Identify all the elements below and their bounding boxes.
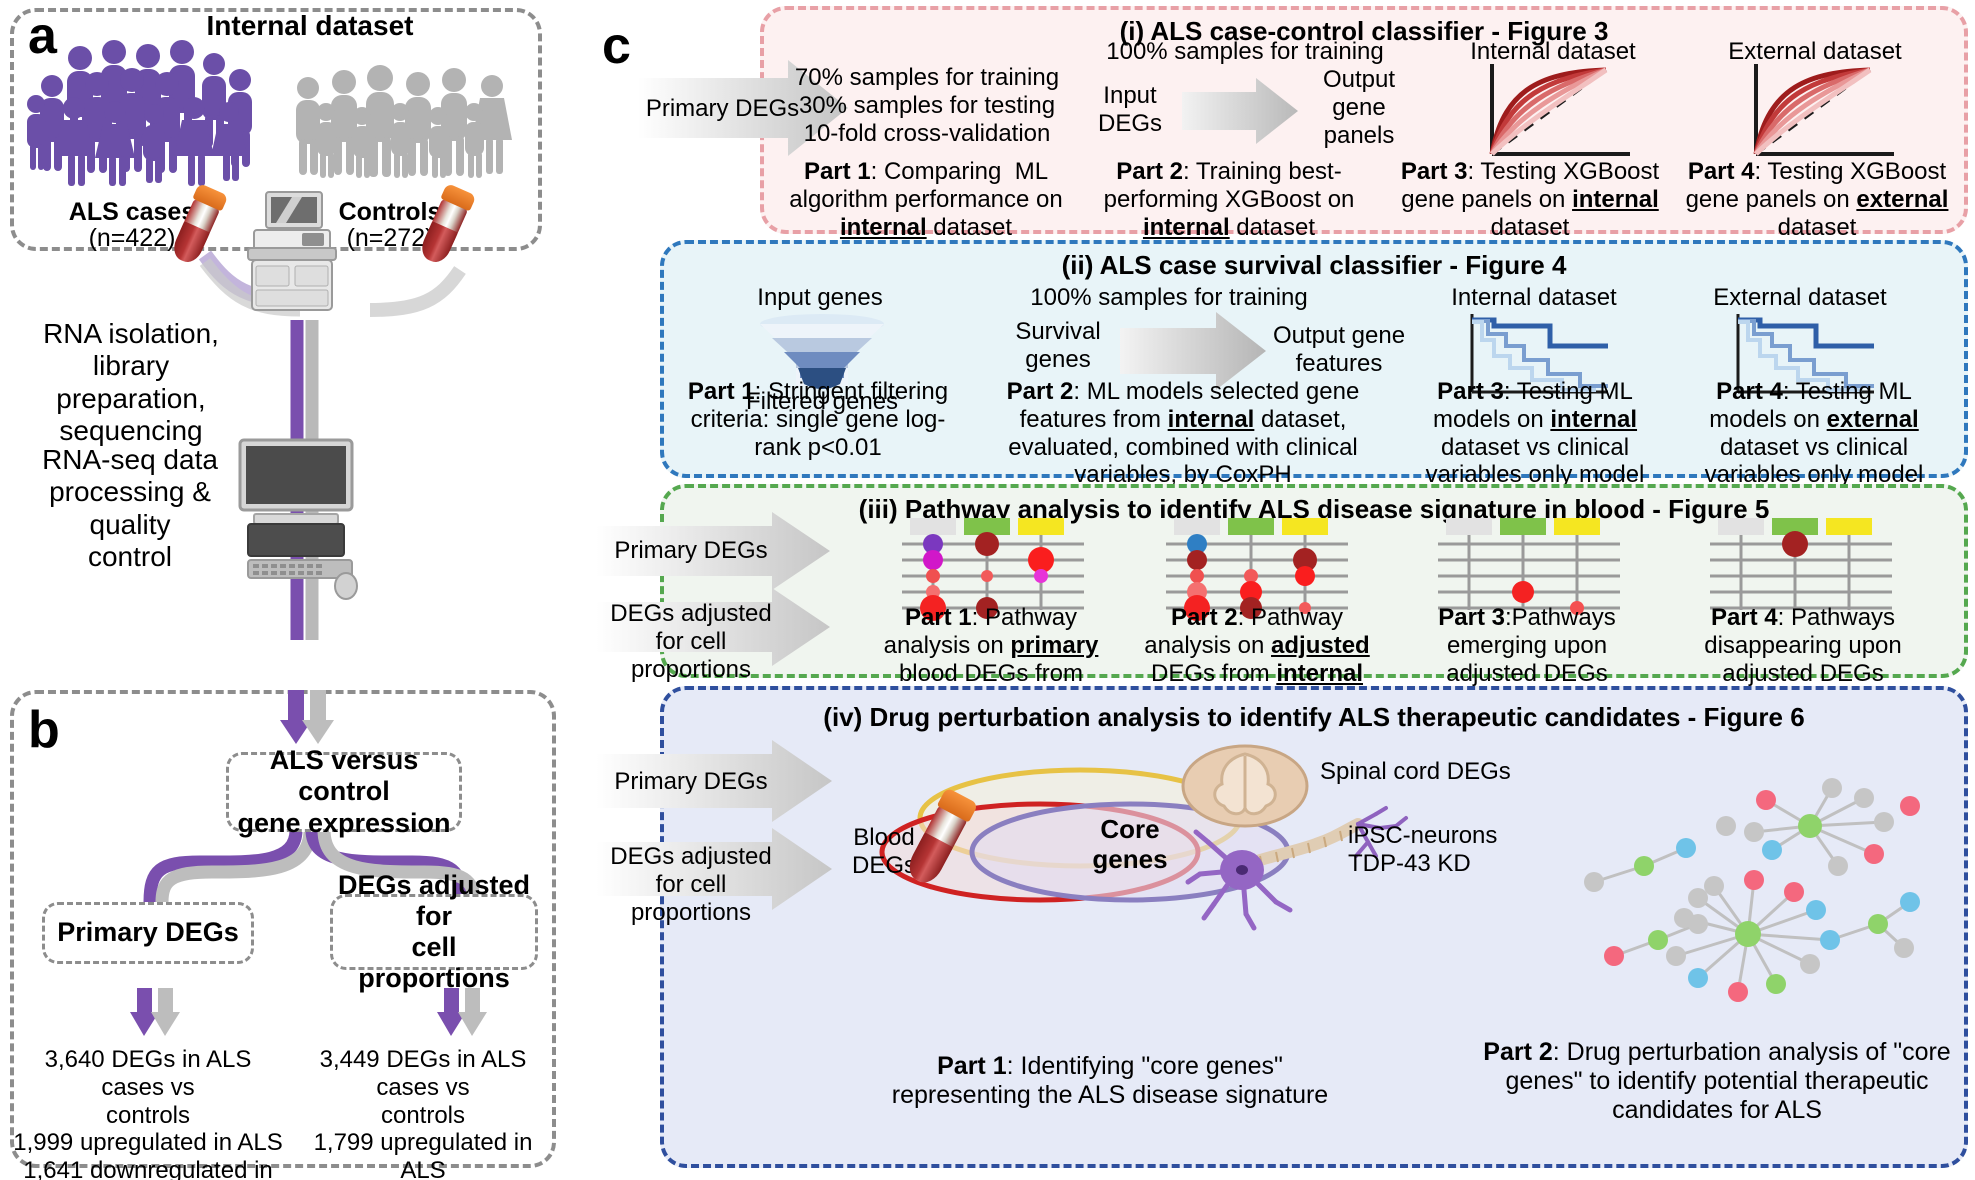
section-ii bbox=[660, 240, 1968, 478]
section-ii-part-3-label: Part 3 bbox=[1437, 378, 1504, 405]
pathway-dotplot-part3 bbox=[1438, 518, 1620, 615]
panel-a-step1-label: RNA isolation, library preparation, sequ… bbox=[43, 318, 219, 447]
section-iii-part-4-label: Part 4 bbox=[1710, 604, 1778, 631]
section-ii-filtered-genes-label: Filtered genes bbox=[745, 388, 899, 415]
panel-a-cases-n: (n=422) bbox=[88, 224, 176, 252]
spinal-cord-degs-label: Spinal cord DEGs bbox=[1320, 758, 1511, 785]
panel-b-letter: b bbox=[28, 701, 60, 759]
blood-degs-label: Blood DEGs bbox=[851, 824, 916, 879]
pathway-dotplot-part2 bbox=[1166, 518, 1348, 621]
section-i-part-1-label: Part 1 bbox=[803, 158, 871, 185]
section-iii-input-primary-label: Primary DEGs bbox=[614, 537, 768, 564]
section-i-part-4: Part 4: Testing XGBoost gene panels on e… bbox=[1685, 158, 1949, 241]
section-iv bbox=[660, 686, 1968, 1168]
drug-network-icon bbox=[1584, 778, 1920, 1002]
section-ii-part-1-label: Part 1 bbox=[687, 378, 755, 405]
section-ii-title: (ii) ALS case survival classifier - Figu… bbox=[1061, 250, 1567, 280]
core-genes-label: Core genes bbox=[1092, 814, 1168, 875]
section-ii-arrow-in-label: Survival genes bbox=[1015, 318, 1101, 373]
section-ii-part-2-label: Part 2 bbox=[1006, 378, 1074, 405]
section-iv-part-1: Part 1: Identifying "core genes" represe… bbox=[891, 1052, 1329, 1109]
section-iv-input-adjusted-label: DEGs adjusted for cell proportions bbox=[610, 843, 772, 926]
primary-degs-stats: 3,640 DEGs in ALS cases vs controls 1,99… bbox=[13, 1046, 283, 1180]
degs-adjusted-box: DEGs adjusted for cell proportions bbox=[330, 870, 538, 993]
section-ii-part-1: Part 1: Stringent filtering criteria: si… bbox=[687, 378, 949, 461]
section-i-part-1: Part 1: Comparing ML algorithm performan… bbox=[789, 158, 1063, 241]
kaplan-meier-internal bbox=[1470, 314, 1608, 394]
section-i-internal-header: Internal dataset bbox=[1470, 38, 1636, 65]
section-i-input-arrow bbox=[638, 60, 848, 156]
ipsc-neurons-label: iPSC-neurons TDP-43 KD bbox=[1348, 822, 1498, 877]
section-iv-title: (iv) Drug perturbation analysis to ident… bbox=[823, 702, 1805, 732]
panel-a-title: Internal dataset bbox=[206, 10, 414, 41]
section-ii-input-genes-label: Input genes bbox=[757, 284, 883, 311]
section-iv-input-arrow-primary bbox=[596, 740, 832, 822]
funnel-icon bbox=[760, 314, 884, 389]
panel-a-controls-label: Controls bbox=[338, 198, 442, 226]
section-i-transform-arrow bbox=[1182, 78, 1298, 144]
section-ii-internal-header: Internal dataset bbox=[1451, 284, 1617, 311]
section-ii-transform-arrow bbox=[1120, 312, 1266, 390]
section-iv-input-primary-label: Primary DEGs bbox=[614, 768, 768, 795]
section-i-part-3: Part 3: Testing XGBoost gene panels on i… bbox=[1400, 158, 1660, 241]
panel-a-step2-label: RNA-seq data processing & quality contro… bbox=[42, 444, 218, 573]
panel-c-letter: c bbox=[602, 17, 631, 75]
panel-a-letter: a bbox=[28, 7, 57, 65]
core-genes-venn bbox=[879, 767, 1291, 903]
roc-chart-internal bbox=[1489, 64, 1630, 156]
section-i-part-2-label: Part 2 bbox=[1116, 158, 1183, 185]
panel-b-flow bbox=[130, 690, 487, 1036]
section-ii-external-header: External dataset bbox=[1713, 284, 1887, 311]
section-iii-input-arrow-primary bbox=[596, 512, 830, 590]
panel-a-controls-n: (n=272) bbox=[346, 224, 434, 252]
section-iii-part-2-label: Part 2 bbox=[1170, 604, 1238, 631]
section-i-external-header: External dataset bbox=[1728, 38, 1902, 65]
section-iv-part-1-label: Part 1 bbox=[937, 1052, 1007, 1080]
section-ii-part-4: Part 4: Testing ML models on external da… bbox=[1704, 378, 1924, 489]
people-group-purple-icon bbox=[22, 40, 277, 195]
adjusted-degs-stats: 3,449 DEGs in ALS cases vs controls 1,79… bbox=[313, 1046, 533, 1180]
neuron-icon bbox=[1185, 806, 1408, 931]
section-ii-arrow-out-label: Output gene features bbox=[1272, 322, 1406, 377]
kaplan-meier-external bbox=[1736, 314, 1874, 394]
section-iv-part-2-label: Part 2 bbox=[1483, 1038, 1553, 1066]
section-ii-part-3: Part 3: Testing ML models on internal da… bbox=[1425, 378, 1645, 489]
section-iii-part-1-label: Part 1 bbox=[904, 604, 972, 631]
section-iii bbox=[660, 484, 1968, 678]
section-i-input-label: Primary DEGs bbox=[645, 95, 800, 122]
section-i-arrow-in-label: Input DEGs bbox=[1097, 82, 1162, 137]
section-i-part-2: Part 2: Training best-performing XGBoost… bbox=[1103, 158, 1355, 241]
section-i-training-header: 100% samples for training bbox=[1106, 38, 1384, 65]
pathway-dotplot-part4 bbox=[1710, 518, 1892, 610]
section-i-title: (i) ALS case-control classifier - Figure… bbox=[1119, 16, 1609, 46]
section-iii-part-3-label: Part 3 bbox=[1438, 604, 1505, 631]
section-iv-part-2: Part 2: Drug perturbation analysis of "c… bbox=[1483, 1038, 1951, 1124]
panel-b bbox=[10, 690, 556, 1168]
section-i-arrow-out-label: Output gene panels bbox=[1322, 66, 1396, 149]
section-iii-input-adjusted-label: DEGs adjusted for cell proportions bbox=[610, 600, 772, 683]
section-ii-training-header: 100% samples for training bbox=[1030, 284, 1308, 311]
section-i-part1-detail: 70% samples for training 30% samples for… bbox=[794, 64, 1060, 147]
section-i-part-4-label: Part 4 bbox=[1687, 158, 1755, 185]
people-group-grey-icon bbox=[288, 65, 518, 198]
pathway-dotplot-part1 bbox=[902, 518, 1084, 621]
spinal-cord-icon bbox=[1181, 744, 1309, 828]
primary-degs-box: Primary DEGs bbox=[42, 902, 254, 964]
section-ii-part-4-label: Part 4 bbox=[1716, 378, 1783, 405]
roc-chart-external bbox=[1753, 64, 1894, 156]
als-vs-control-box: ALS versus control gene expression bbox=[226, 745, 462, 838]
section-iii-input-arrow-adjusted bbox=[596, 588, 830, 666]
section-iv-input-arrow-adjusted bbox=[596, 828, 832, 910]
section-i-part-3-label: Part 3 bbox=[1400, 158, 1468, 185]
section-ii-part-2: Part 2: ML models selected gene features… bbox=[1006, 378, 1360, 489]
panel-a-cases-label: ALS cases bbox=[68, 198, 196, 226]
